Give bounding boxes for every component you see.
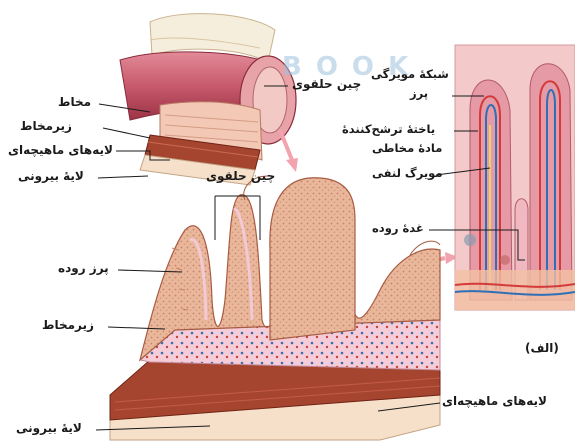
label-muscle-layers-top: لایه‌های ماهیچه‌ای — [8, 144, 113, 158]
label-outer-layer-top: لایهٔ بیرونی — [18, 170, 84, 184]
label-panel: (الف) — [525, 342, 559, 356]
leader-outer-top — [98, 176, 148, 178]
label-villus: پرز روده — [58, 262, 109, 276]
label-muscle-layers-bottom: لایه‌های ماهیچه‌ای — [442, 395, 547, 409]
label-mucus-cell-line1: یاختهٔ ترشح‌کنندهٔ — [342, 123, 435, 136]
intestine-tube — [120, 14, 296, 185]
label-mucosa: مخاط — [58, 96, 91, 110]
label-lacteal: مویرگ لنفی — [372, 167, 443, 180]
label-capillary-line2: پرز — [410, 87, 428, 100]
label-top-fold: چین حلقوی — [292, 78, 361, 92]
down-arrow-head — [286, 158, 298, 172]
leader-submucosa-top — [103, 128, 150, 138]
villus-inset — [455, 45, 575, 310]
villi-block — [110, 176, 440, 440]
label-gland: غدهٔ روده — [372, 222, 424, 235]
label-capillary-line1: شبکهٔ مویرگی — [371, 68, 449, 81]
label-middle-fold: چین حلقوی — [206, 170, 275, 184]
label-submucosa-bottom: زیرمخاط — [42, 319, 94, 333]
label-submucosa-top: زیرمخاط — [20, 120, 72, 134]
label-outer-layer-bottom: لایهٔ بیرونی — [16, 422, 82, 436]
label-mucus-cell-line2: مادهٔ مخاطی — [372, 142, 442, 155]
